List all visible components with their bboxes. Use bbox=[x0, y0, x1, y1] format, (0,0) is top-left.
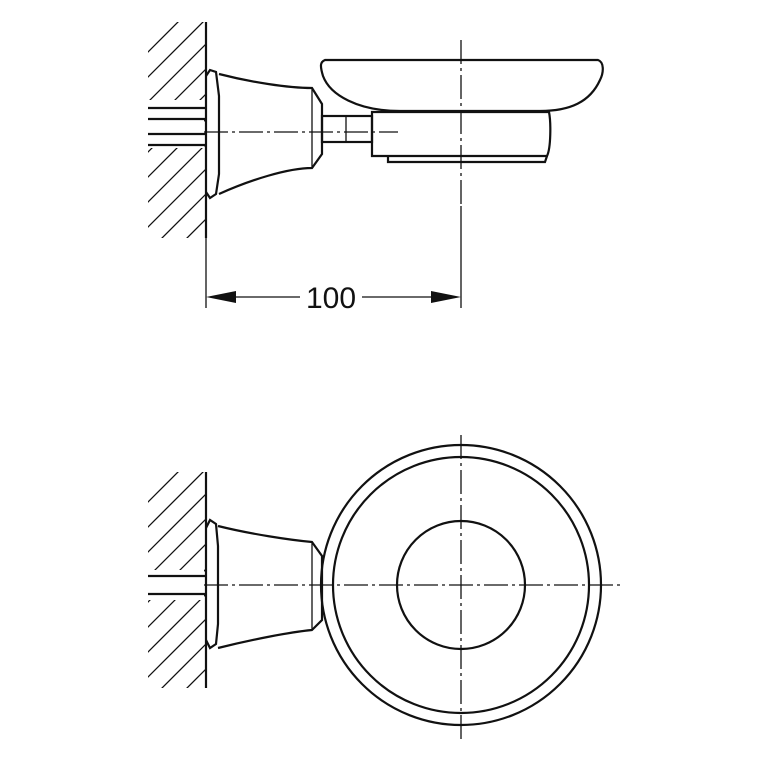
holder-body-bottom bbox=[217, 524, 324, 650]
holder-ring-bottom-lip bbox=[386, 155, 549, 164]
screws-top bbox=[148, 106, 206, 147]
connector-top bbox=[320, 114, 374, 144]
soap-dish-top bbox=[319, 58, 604, 113]
wall-cutout-bottom bbox=[146, 570, 204, 600]
plan-view bbox=[146, 435, 620, 740]
dimension-label: 100 bbox=[306, 282, 356, 315]
flange-bottom bbox=[205, 518, 220, 650]
holder-body-top bbox=[218, 72, 324, 196]
flange-top bbox=[205, 68, 221, 200]
dimension-100: 100 bbox=[205, 206, 462, 315]
arrowhead-left bbox=[206, 291, 236, 303]
wall-hatch-top bbox=[148, 22, 206, 238]
screws-bottom bbox=[148, 574, 206, 596]
arrowhead-right bbox=[431, 291, 461, 303]
holder-ring-top bbox=[370, 110, 552, 158]
side-view bbox=[146, 22, 604, 238]
